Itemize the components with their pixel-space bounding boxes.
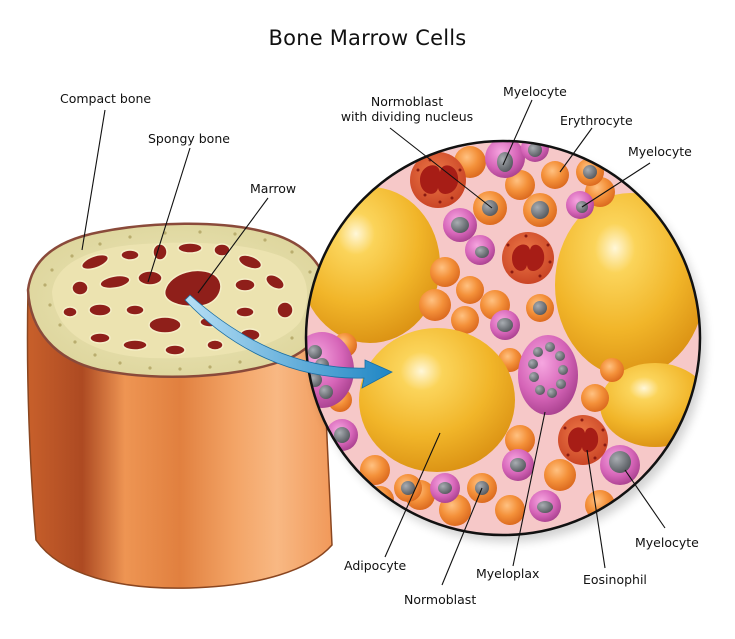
label-marrow: Marrow <box>250 181 297 196</box>
label-compact-bone: Compact bone <box>60 91 152 106</box>
diagram-title: Bone Marrow Cells <box>268 26 467 50</box>
label-myelocyte-top: Myelocyte <box>503 84 567 99</box>
magnifier-outline <box>304 139 702 537</box>
label-myelocyte-right-top: Myelocyte <box>628 144 692 159</box>
label-eosinophil: Eosinophil <box>583 572 647 587</box>
label-myelocyte-right-bottom: Myelocyte <box>635 535 699 550</box>
bone-cylinder <box>26 222 333 589</box>
label-normoblast: Normoblast <box>404 592 477 607</box>
label-erythrocyte: Erythrocyte <box>560 113 633 128</box>
label-adipocyte: Adipocyte <box>344 558 407 573</box>
adipocyte-cell <box>359 328 515 472</box>
myeloplax-cell <box>518 335 578 415</box>
label-myeloplax: Myeloplax <box>476 566 540 581</box>
label-spongy-bone: Spongy bone <box>148 131 230 146</box>
eosinophils <box>410 152 608 465</box>
label-line: Normoblast <box>370 94 444 109</box>
adipocyte-cell <box>555 193 700 377</box>
label-line: with dividing nucleus <box>340 109 474 124</box>
leader-lines <box>81 99 666 586</box>
label-normoblast-dividing: Normoblast with dividing nucleus <box>332 94 482 124</box>
zoom-arrow-icon <box>184 294 393 389</box>
